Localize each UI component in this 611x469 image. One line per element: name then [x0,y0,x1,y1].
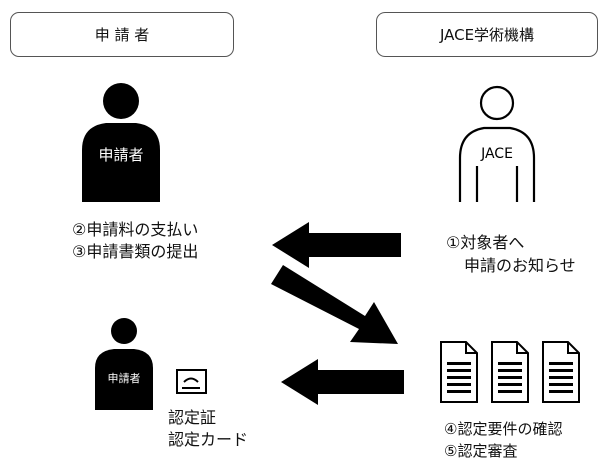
document-icon [491,341,529,403]
step1-label-line1: ①対象者へ [446,233,525,252]
applicant-header-label: 申 請 者 [94,26,150,44]
step1-label-line2: 申請のお知らせ [464,256,576,275]
arrow-down-right-icon [271,265,398,344]
arrow-left-icon [272,222,401,268]
certificate-card-icon [176,369,207,394]
document-stack [440,341,580,403]
document-icon [440,341,478,403]
jace-person-icon [458,85,536,202]
jace-figure-label: JACE [480,146,513,162]
applicant-person-icon [82,83,160,202]
step4-label: ④認定要件の確認 [444,420,563,438]
jace-header-label: JACE学術機構 [439,26,535,44]
certificate-label-line1: 認定証 [168,408,217,427]
small-applicant-person-icon [95,318,153,410]
applicant-figure-label: 申請者 [98,146,143,164]
document-icon [542,341,580,403]
applicant-header-box: 申 請 者 [10,12,234,57]
step3-label: ③申請書類の提出 [72,242,199,261]
arrow-left-icon [281,359,404,405]
step5-label: ⑤認定審査 [444,442,518,460]
step2-label: ②申請料の支払い [72,220,199,239]
certificate-label-line2: 認定カード [168,430,249,449]
jace-header-box: JACE学術機構 [376,12,598,57]
small-applicant-figure-label: 申請者 [108,371,141,385]
